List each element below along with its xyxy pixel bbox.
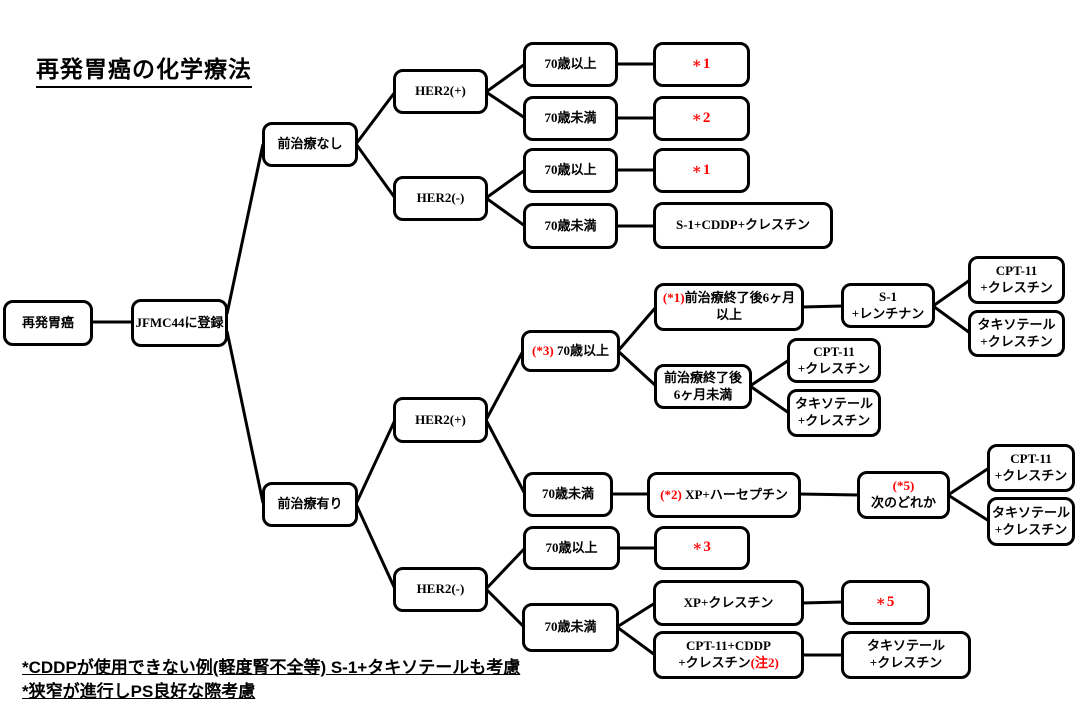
node-her2-positive-upper: HER2(+) [393,69,488,114]
node-xp-herceptin: (*2) XP+ハーセプチン [647,472,801,518]
node-label: CPT-11+CDDP [686,638,771,654]
node-label: JFMC44に登録 [135,314,224,330]
node-label: 70歳未満 [541,486,594,502]
node-label-line2: +レンチナン [851,305,925,321]
node-label-red: ∗5 [875,593,896,610]
node-age-70-plus-2: 70歳以上 [523,148,618,193]
node-label-line2: +クレスチン [869,655,943,670]
node-age-70-plus-3: 70歳以上 [523,526,620,570]
node-label-line2: +クレスチン [980,280,1053,295]
node-cpt11-cddp-krestin: CPT-11+CDDP +クレスチン(注2) [653,631,804,679]
node-label: 70歳未満 [544,217,597,233]
node-taxotere-krestin-a: タキソテール +クレスチン [968,310,1065,357]
node-her2-negative-lower: HER2(-) [393,567,488,612]
node-label: 70歳以上 [544,162,597,178]
node-label-line2: 以上 [715,307,742,322]
node-s1-lentinan: S-1 +レンチナン [841,283,935,328]
node-label: 70歳以上 [544,56,597,72]
node-label: HER2(-) [416,190,465,206]
node-label-line2: +クレスチン [797,413,871,428]
node-label-line2: +クレスチン [994,521,1068,537]
node-label: 前治療有り [277,496,343,512]
node-jfmc44-registration: JFMC44に登録 [131,299,228,347]
node-cpt11-krestin-b: CPT-11 +クレスチン [787,338,881,383]
node-label-red: (*3) [532,342,554,358]
node-label: 70歳未満 [544,110,597,126]
node-label-red: (*1) [662,290,685,306]
node-label: 70歳未満 [544,619,597,635]
node-cpt11-krestin-a: CPT-11 +クレスチン [968,256,1065,304]
node-label: CPT-11 [1010,451,1052,467]
node-label-red: (*2) [660,486,682,502]
node-ref-asterisk-5: ∗5 [841,580,930,625]
node-age-under-70-1: 70歳未満 [523,96,618,141]
node-age-70-plus-1: 70歳以上 [523,42,618,87]
node-label-red: ∗1 [691,161,712,178]
node-label-red: ∗1 [691,55,712,72]
node-label-red: ∗3 [692,539,712,556]
node-post-treatment-under-6mo: 前治療終了後 6ヶ月未満 [654,364,752,409]
node-label: 前治療終了後6ヶ月 [684,290,796,306]
node-age-under-70-4: 70歳未満 [522,603,619,652]
node-label: 前治療なし [277,136,343,152]
node-post-treatment-6mo-or-more: (*1)前治療終了後6ヶ月 以上 [654,283,804,331]
node-xp-krestin: XP+クレスチン [653,580,804,626]
node-age-under-70-2: 70歳未満 [523,203,618,249]
node-recurrent-gastric-cancer: 再発胃癌 [3,300,93,346]
node-label: S-1 [878,288,898,304]
node-cpt11-krestin-c: CPT-11 +クレスチン [987,444,1075,492]
node-label: 再発胃癌 [21,314,74,330]
node-label: 70歳以上 [553,342,609,358]
node-label: S-1+CDDP+クレスチン [676,217,810,233]
node-taxotere-krestin-b: タキソテール +クレスチン [787,389,881,437]
node-taxotere-krestin-d: タキソテール +クレスチン [841,631,971,679]
node-age-70-plus-star3: (*3) 70歳以上 [521,330,620,372]
node-taxotere-krestin-c: タキソテール +クレスチン [987,497,1075,546]
node-label-line2: +クレスチン [980,333,1053,349]
node-ref-asterisk-1b: ∗1 [653,148,750,193]
node-her2-negative-upper: HER2(-) [393,176,488,221]
node-label: CPT-11 [813,343,855,359]
page-title: 再発胃癌の化学療法 [36,50,252,88]
node-label-line2: 次のどれか [870,495,936,510]
node-label: HER2(+) [415,411,466,427]
node-label: HER2(+) [415,83,466,99]
node-s1-cddp-krestin: S-1+CDDP+クレスチン [653,202,833,249]
footnote-stenosis: *狭窄が進行しPS良好な際考慮 [22,682,256,702]
node-label: XP+ハーセプチン [681,486,788,502]
node-star5-one-of-following: (*5) 次のどれか [857,471,950,519]
node-no-prior-treatment: 前治療なし [262,122,358,167]
node-label-line2: 6ヶ月未満 [673,386,733,402]
node-her2-positive-lower: HER2(+) [393,397,488,443]
node-age-under-70-3: 70歳未満 [523,472,613,517]
node-label-red: (*5) [892,478,915,494]
node-label: HER2(-) [416,581,465,597]
node-label-line2: +クレスチン [797,360,871,376]
node-label: タキソテール [866,638,945,654]
node-label: タキソテール [977,316,1056,332]
node-label: 70歳以上 [545,539,598,555]
node-prior-treatment: 前治療有り [262,482,358,527]
node-label-red: ∗2 [691,109,712,126]
node-ref-asterisk-3: ∗3 [654,526,750,570]
node-label: タキソテール [794,396,873,412]
node-label: タキソテール [992,504,1071,520]
node-label: 前治療終了後 [663,369,742,385]
node-ref-asterisk-2: ∗2 [653,96,750,141]
node-label: XP+クレスチン [683,594,774,610]
footnotes: *CDDPが使用できない例(軽度腎不全等) S-1+タキソテールも考慮 *狭窄が… [22,656,520,704]
node-ref-asterisk-1a: ∗1 [653,42,750,87]
node-label-red: (注2) [750,655,779,670]
footnote-cddp: *CDDPが使用できない例(軽度腎不全等) S-1+タキソテールも考慮 [22,658,521,677]
node-label: CPT-11 [995,263,1038,279]
node-label-line2: +クレスチン [994,468,1068,483]
node-label-line2: +クレスチン [678,655,751,670]
